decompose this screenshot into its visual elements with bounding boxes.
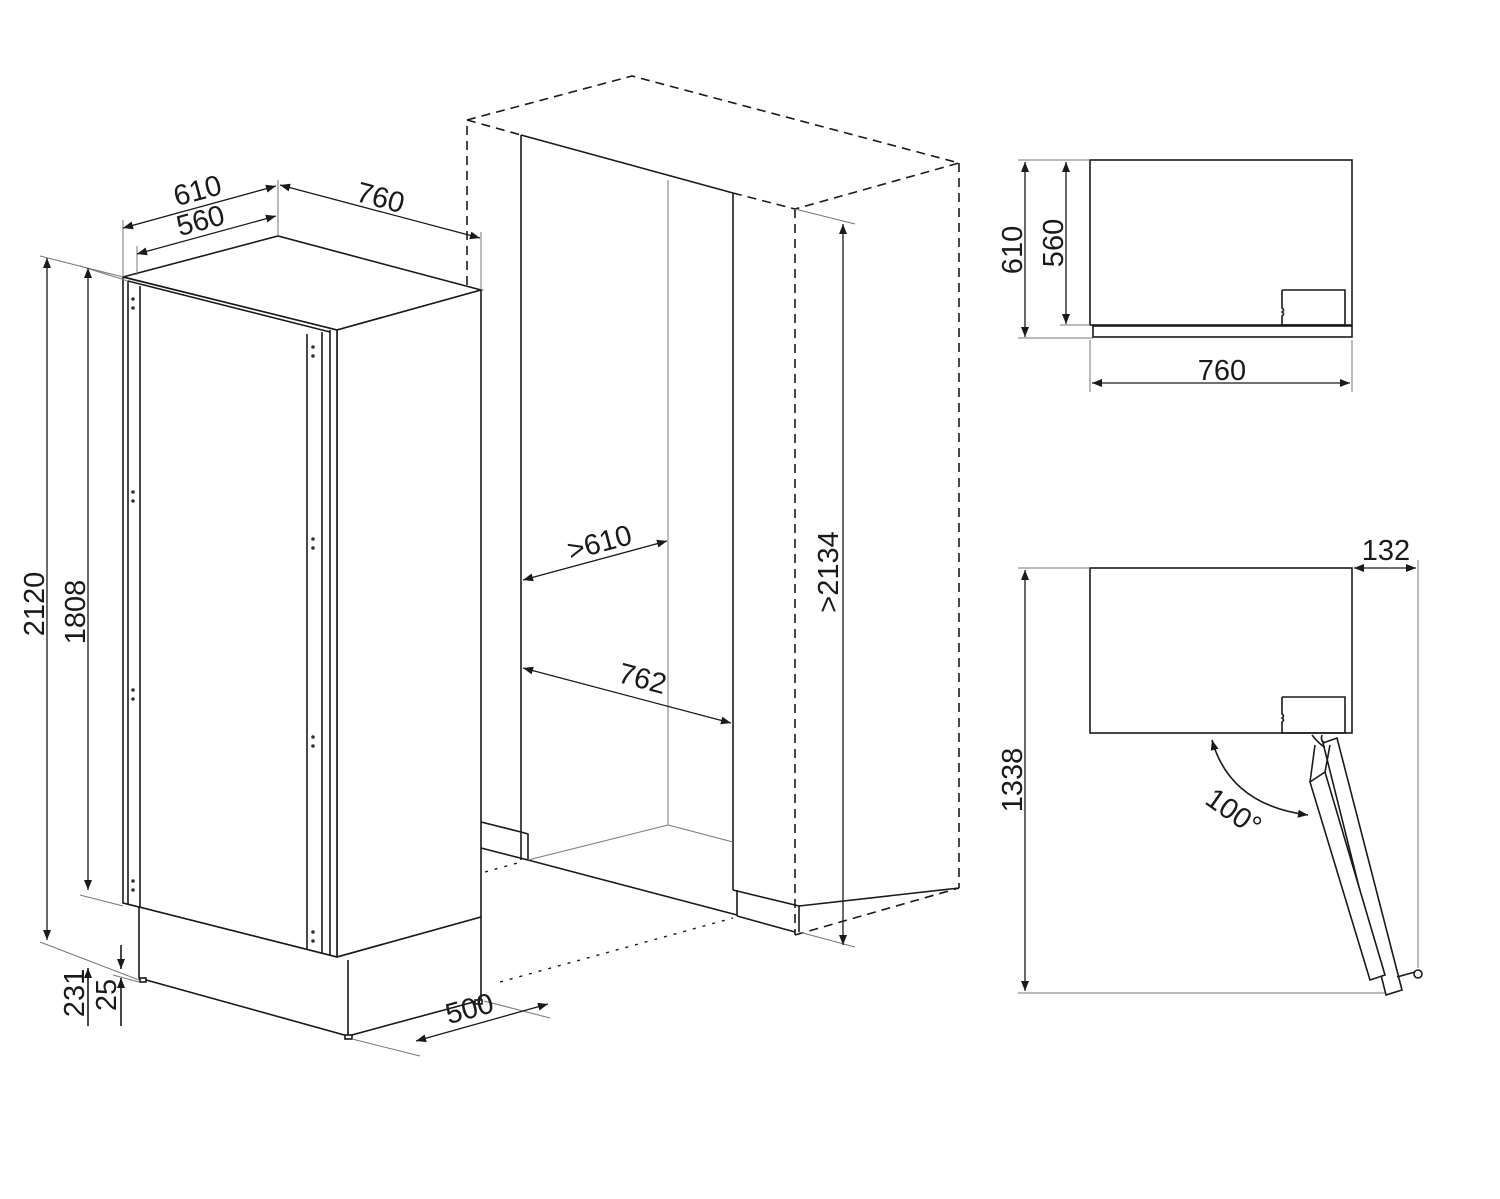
fridge-side-face bbox=[336, 288, 482, 959]
dim-niche-height: >2134 bbox=[813, 531, 845, 612]
dim-niche-depth: >610 bbox=[564, 519, 635, 567]
dim-top-depth-outer: 610 bbox=[997, 226, 1029, 274]
fridge-isometric bbox=[122, 235, 485, 1040]
dim-height-total: 2120 bbox=[19, 572, 51, 637]
niche-dimensions: >610 762 >2134 bbox=[522, 224, 847, 945]
opening-angle-arc bbox=[1210, 739, 1309, 818]
dim-opening-angle: 100° bbox=[1199, 782, 1266, 843]
dim-side-clearance: 132 bbox=[1362, 535, 1410, 567]
dim-plinth-height: 231 bbox=[59, 969, 91, 1017]
door-opening-view: 100° 1338 132 bbox=[997, 535, 1423, 997]
dim-top-depth-inner: 560 bbox=[1038, 219, 1070, 267]
dim-door-clearance: 1338 bbox=[997, 748, 1029, 813]
dim-height-door: 1808 bbox=[60, 580, 92, 645]
top-view: 610 560 760 bbox=[997, 159, 1353, 392]
dim-depth: 760 bbox=[353, 177, 408, 220]
niche-isometric bbox=[466, 75, 963, 983]
fridge-door bbox=[122, 275, 338, 959]
open-door bbox=[1309, 734, 1423, 997]
dim-foot-height: 25 bbox=[91, 979, 123, 1011]
dim-top-width: 760 bbox=[1198, 355, 1246, 387]
hinge-holes bbox=[131, 297, 315, 943]
